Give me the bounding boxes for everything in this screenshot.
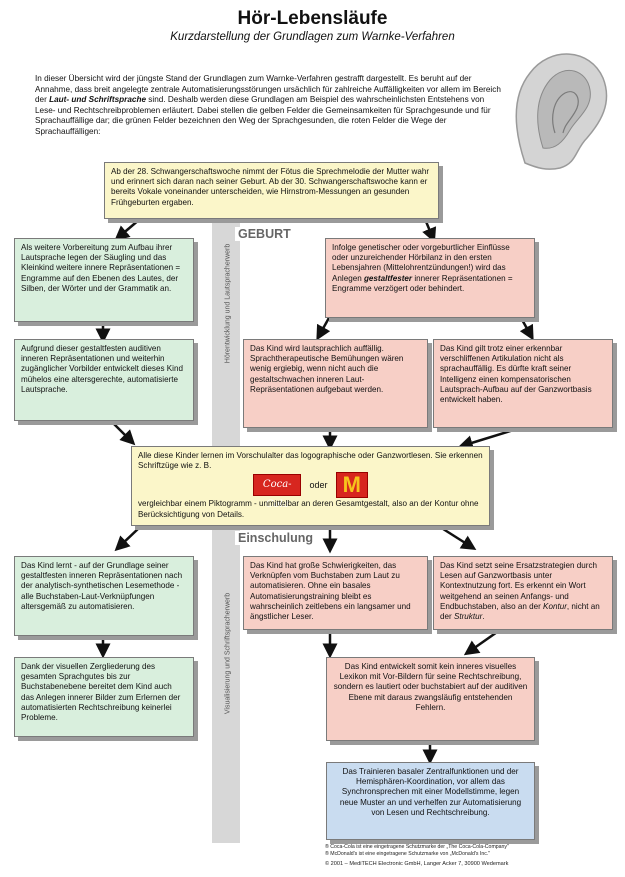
box-red-speech-disorder: Das Kind wird lautsprachlich auffällig. …	[243, 339, 428, 428]
box-green-engrams: Als weitere Vorbereitung zum Aufbau ihre…	[14, 238, 194, 322]
band-lower	[212, 538, 240, 843]
box-blue-training: Das Trainieren basaler Zentralfunktionen…	[326, 762, 535, 840]
footer-trademark-2: ® McDonald's ist eine eingetragene Schut…	[325, 851, 491, 857]
intro-text: In dieser Übersicht wird der jüngste Sta…	[35, 74, 501, 136]
page-title: Hör-Lebensläufe	[237, 8, 388, 29]
box-logographic: Alle diese Kinder lernen im Vorschulalte…	[131, 446, 490, 526]
stage-school: Einschulung	[235, 531, 316, 545]
box-red-spelling-errors: Das Kind entwickelt somit kein inneres v…	[326, 657, 535, 741]
box-red-whole-word: Das Kind setzt seine Ersatzstrategien du…	[433, 556, 613, 630]
coca-cola-logo: Coca-Cola	[253, 474, 302, 510]
ear-icon	[515, 53, 608, 170]
stage-birth: GEBURT	[235, 227, 294, 241]
box-green-phonics: Das Kind lernt - auf der Grundlage seine…	[14, 556, 194, 636]
box-green-speech: Aufgrund dieser gestaltfesten auditiven …	[14, 339, 194, 421]
page-subtitle: Kurzdarstellung der Grundlagen zum Warnk…	[170, 31, 455, 43]
box-red-compensation: Das Kind gilt trotz einer erkennbar vers…	[433, 339, 613, 428]
mcdonalds-logo: M	[335, 472, 368, 499]
box-prenatal: Ab der 28. Schwangerschaftswoche nimmt d…	[104, 162, 439, 219]
box-red-slow-reader: Das Kind hat große Schwierigkeiten, das …	[243, 556, 428, 630]
footer-trademark-1: ® Coca-Cola ist eine eingetragene Schutz…	[325, 844, 509, 850]
box-green-spelling: Dank der visuellen Zergliederung des ges…	[14, 657, 194, 737]
footer-copyright: © 2001 – MediTECH Electronic GmbH, Lange…	[325, 861, 509, 867]
box-red-causes: Infolge genetischer oder vorgeburtlicher…	[325, 238, 535, 318]
